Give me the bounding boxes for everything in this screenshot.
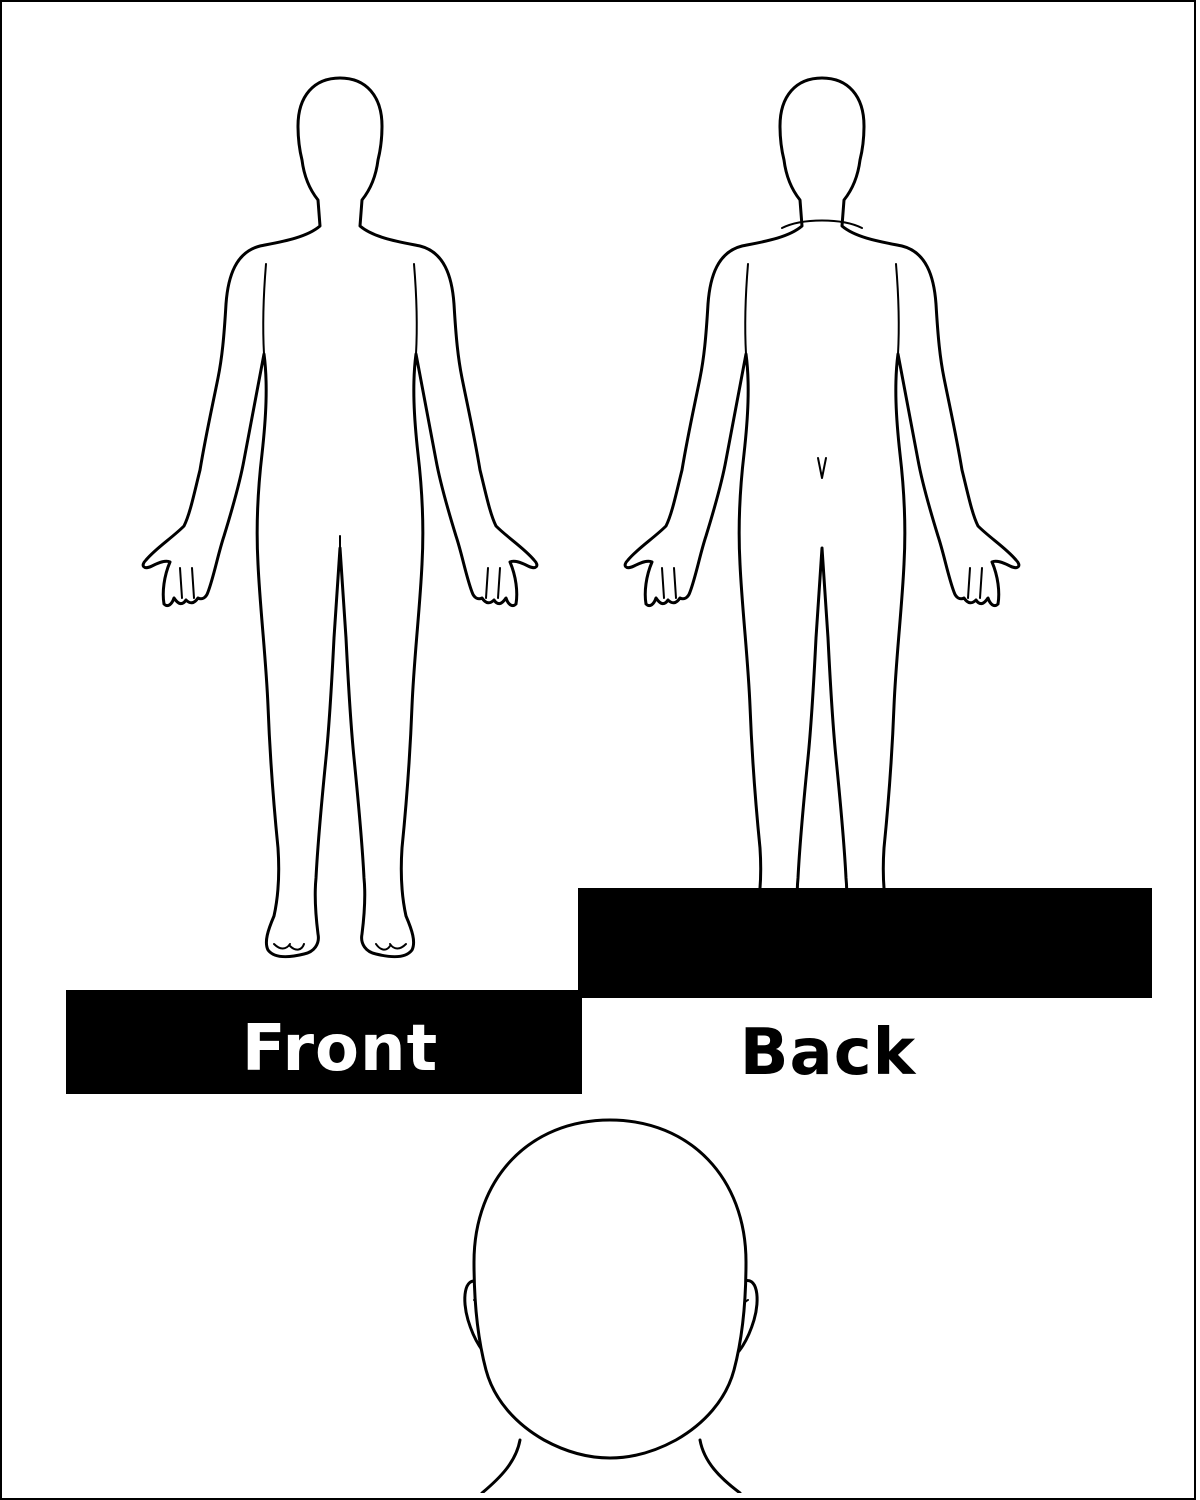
back-label: Back	[740, 1016, 917, 1090]
front-label: Front	[242, 1012, 438, 1086]
human-body-back-icon	[625, 78, 1019, 957]
human-body-front-icon	[143, 78, 537, 957]
head-outline-icon	[465, 1120, 757, 1493]
back-label-bar	[578, 888, 1152, 998]
